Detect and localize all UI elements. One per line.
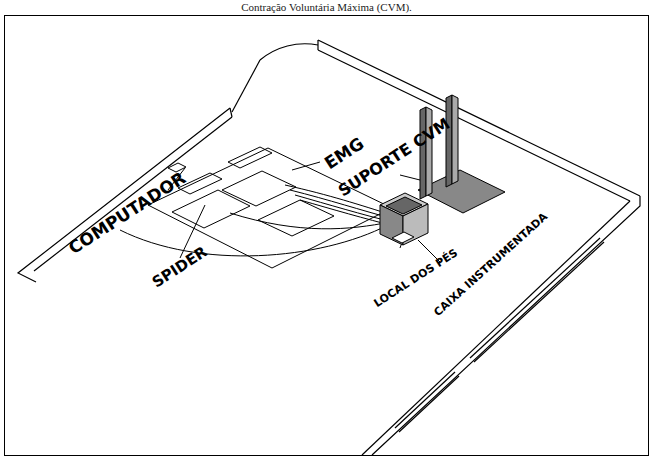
part-label: CAIXA INSTRUMENTADA [432, 211, 549, 318]
part-label: EMG [322, 135, 367, 172]
part-label: SPIDER [150, 244, 210, 290]
caption: Contração Voluntária Máxima (CVM). [0, 1, 653, 13]
